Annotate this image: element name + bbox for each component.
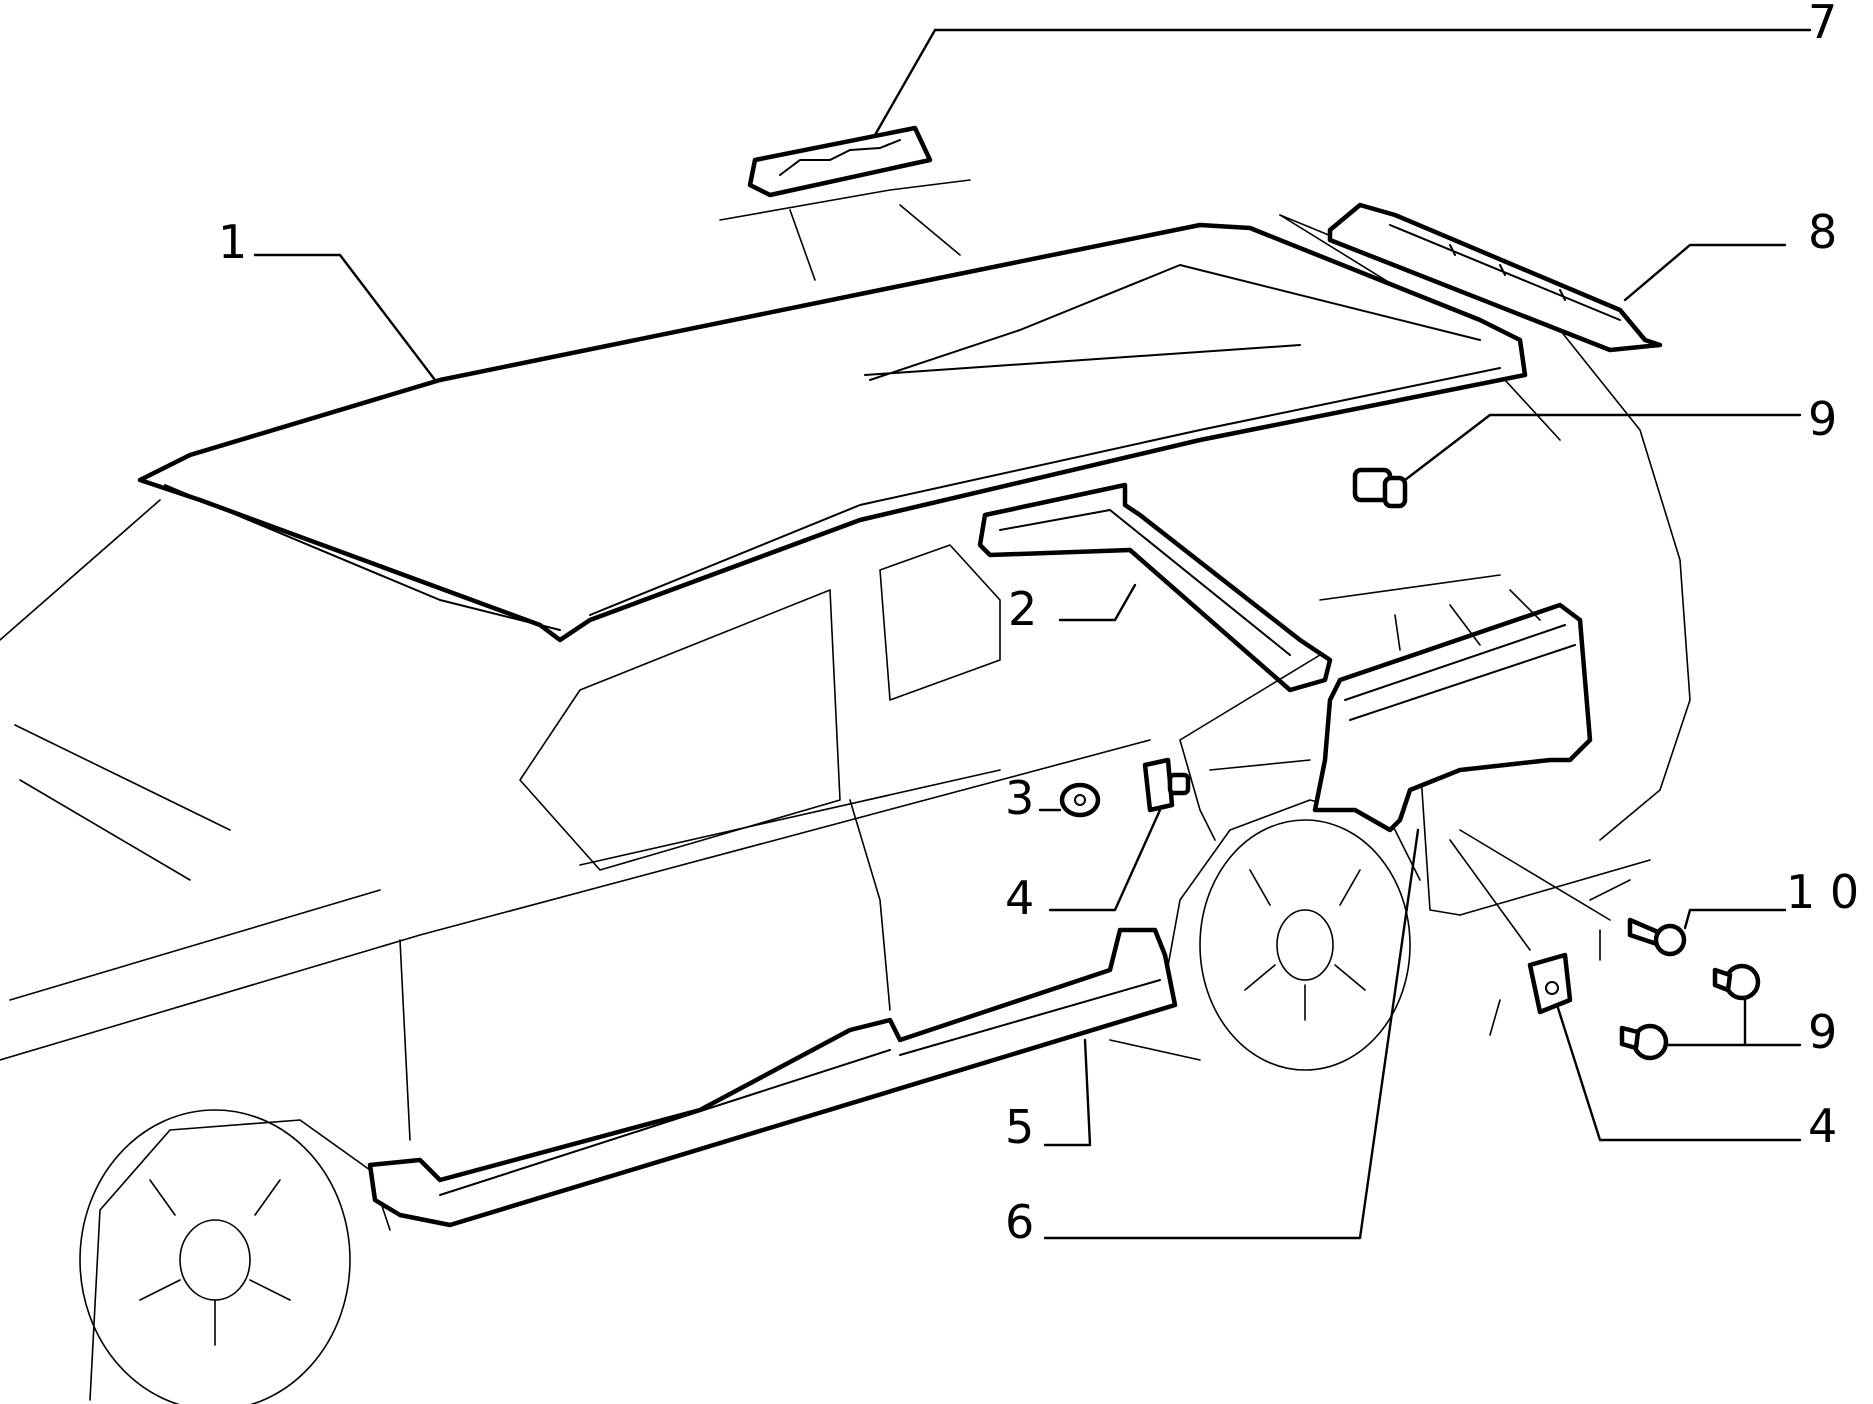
callout-7: 7	[1808, 0, 1837, 49]
hood-line-3	[19, 779, 191, 881]
door-line-mid	[849, 799, 891, 1011]
part-10-pin	[1627, 917, 1687, 957]
front-wheel-arch	[89, 1119, 391, 1401]
callout-9-lower: 9	[1808, 1005, 1837, 1059]
guide-lines-mid	[1179, 654, 1321, 841]
part-5-detail	[439, 979, 1161, 1196]
side-crease	[419, 739, 1151, 936]
front-door-window	[519, 589, 841, 871]
front-wheel-spokes	[139, 1179, 291, 1346]
callout-10: 1 0	[1786, 865, 1859, 919]
callout-1: 1	[218, 215, 247, 269]
part-8-cross-member	[1327, 202, 1663, 353]
part-9-screw-lower-right	[1619, 1023, 1669, 1061]
front-wheel-hub	[179, 1219, 251, 1301]
hood-line-2	[14, 724, 231, 831]
front-fender	[0, 934, 421, 1061]
part-2-pillar-trim	[977, 482, 1333, 693]
part-9-plug-upper	[1352, 467, 1408, 509]
callout-2: 2	[1008, 582, 1037, 636]
part-2-detail	[999, 509, 1291, 656]
hood-line	[0, 499, 161, 641]
callout-6: 6	[1005, 1195, 1034, 1249]
guide-lines-bottom	[1449, 829, 1631, 1036]
leader-lines	[253, 28, 1812, 1240]
callout-8: 8	[1808, 205, 1837, 259]
part-9-screw-upper-right	[1712, 963, 1761, 1001]
part-4-clip-left	[1142, 757, 1191, 813]
hood-line-4	[9, 889, 381, 1001]
part-7-detail	[779, 139, 901, 176]
part-3-screw	[1059, 782, 1101, 818]
part-4-clip-right	[1527, 952, 1573, 1015]
callout-5: 5	[1005, 1100, 1034, 1154]
door-line-front	[399, 939, 411, 1141]
part-1-roof-panel	[137, 222, 1528, 643]
part-1-roof-inner	[164, 367, 1501, 631]
rear-door-window	[879, 544, 1001, 701]
part-5-sill-panel	[367, 927, 1178, 1228]
callout-4-right: 4	[1808, 1099, 1837, 1153]
part-6-detail	[1344, 624, 1576, 721]
guide-lines-rear	[1319, 574, 1541, 651]
part-8-detail	[1389, 224, 1621, 321]
rear-wheel-arch	[1159, 799, 1421, 1011]
callout-labels: 1 2 3 4 5 6 7 8 9 1 0 9 4	[218, 0, 1859, 1249]
part-1-roof-ridge	[864, 264, 1481, 381]
rear-wheel-hub	[1276, 909, 1334, 981]
callout-9-upper: 9	[1808, 392, 1837, 446]
callout-3: 3	[1005, 771, 1034, 825]
part-6-quarter-panel	[1312, 602, 1593, 833]
rear-bumper	[1419, 759, 1461, 916]
rear-wheel	[1199, 819, 1411, 1071]
callout-4-left: 4	[1005, 871, 1034, 925]
front-wheel	[79, 1109, 351, 1404]
beltline	[579, 769, 1001, 866]
part-7-reinforcement	[747, 125, 933, 198]
part-7-guide	[719, 179, 971, 281]
rear-wheel-spokes	[1244, 869, 1366, 1021]
